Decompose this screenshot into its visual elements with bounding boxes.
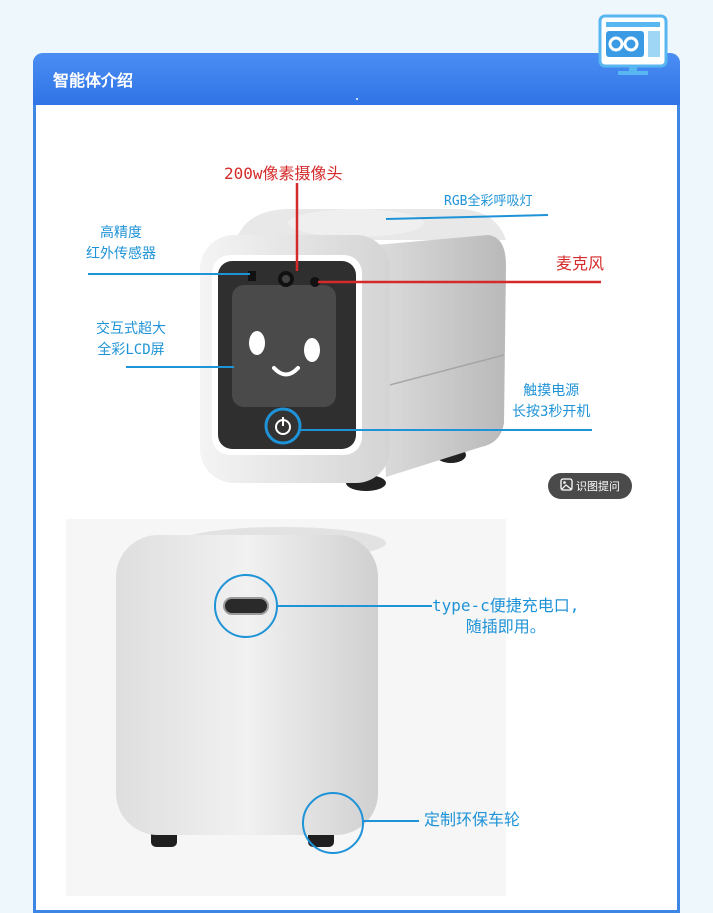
mic-label: 麦克风 — [556, 254, 605, 273]
panel-header: 智能体介绍 — [33, 53, 680, 105]
ir-sensor-line2: 红外传感器 — [86, 246, 156, 262]
image-text-icon — [560, 478, 573, 494]
ocr-question-button[interactable]: 识图提问 — [548, 473, 632, 499]
product-front-image: 200w像素摄像头 RGB全彩呼吸灯 高精度 红外传感器 麦克风 交互式超大 全… — [36, 105, 677, 515]
lcd-line2: 全彩LCD屏 — [97, 342, 165, 358]
panel-content: 200w像素摄像头 RGB全彩呼吸灯 高精度 红外传感器 麦克风 交互式超大 全… — [36, 105, 677, 902]
lcd-line1: 交互式超大 — [96, 321, 166, 337]
lcd-label: 交互式超大 全彩LCD屏 — [96, 319, 166, 361]
camera-label: 200w像素摄像头 — [224, 164, 343, 183]
ocr-question-label: 识图提问 — [576, 480, 620, 493]
ir-sensor-label: 高精度 红外传感器 — [86, 223, 156, 265]
power-line1: 触摸电源 — [523, 383, 580, 399]
typec-line1: type-c便捷充电口, — [432, 596, 580, 615]
wheel-label: 定制环保车轮 — [424, 810, 521, 829]
ir-sensor-line1: 高精度 — [100, 225, 142, 241]
monitor-icon — [598, 14, 670, 80]
product-back-image: type-c便捷充电口, 随插即用。 定制环保车轮 — [36, 515, 677, 902]
power-label: 触摸电源 长按3秒开机 — [512, 381, 590, 423]
page-title: 智能体介绍 — [53, 71, 134, 90]
typec-port-label: type-c便捷充电口, 随插即用。 — [432, 595, 579, 637]
rgb-light-label: RGB全彩呼吸灯 — [444, 194, 533, 209]
power-line2: 长按3秒开机 — [512, 404, 591, 420]
header-dot — [356, 98, 358, 100]
typec-line2: 随插即用。 — [465, 617, 546, 636]
